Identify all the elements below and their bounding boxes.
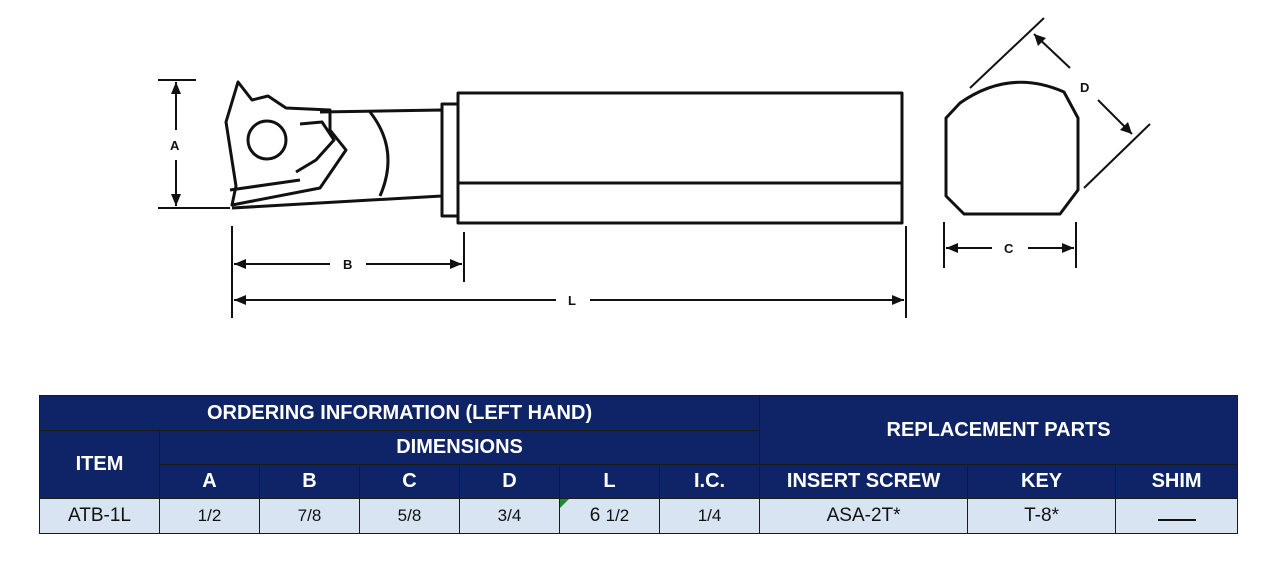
dim-label-b: B (343, 257, 352, 272)
comment-marker-icon (560, 499, 569, 508)
col-header-c: C (359, 464, 460, 499)
col-header-l: L (559, 464, 660, 499)
dim-label-a: A (170, 138, 180, 153)
col-header-b: B (259, 464, 360, 499)
col-header-ic: I.C. (658, 464, 761, 499)
col-header-insert-screw: INSERT SCREW (759, 464, 969, 499)
col-header-a: A (159, 464, 260, 499)
col-header-shim: SHIM (1115, 464, 1239, 499)
holder-shank (456, 91, 904, 225)
cell-l-whole: 6 (589, 505, 601, 526)
cell-l-fraction: 1/2 (605, 506, 630, 525)
cell-shim (1115, 498, 1239, 534)
cell-key: T-8* (967, 498, 1117, 534)
cell-shim-blank (1157, 505, 1196, 521)
cell-d: 3/4 (459, 498, 560, 534)
insert-outline (224, 80, 348, 207)
tool-holder-drawing: A B L C D (158, 17, 1151, 318)
insert-screw-hole (246, 119, 288, 161)
holder-collar (440, 102, 460, 218)
ordering-table: ORDERING INFORMATION (LEFT HAND) REPLACE… (38, 395, 1239, 534)
cell-b: 7/8 (259, 498, 360, 534)
ordering-info-header: ORDERING INFORMATION (LEFT HAND) (38, 395, 761, 431)
dim-label-c: C (1004, 241, 1014, 256)
table-row: ATB-1L 1/2 7/8 5/8 3/4 6 1/2 1/4 ASA-2T*… (39, 498, 1239, 534)
end-view-profile (944, 80, 1080, 216)
cell-l: 6 1/2 (559, 498, 660, 534)
dim-label-d: D (1080, 80, 1089, 95)
replacement-parts-header: REPLACEMENT PARTS (759, 395, 1239, 465)
dim-label-l: L (568, 293, 576, 308)
cell-c: 5/8 (359, 498, 460, 534)
cell-a: 1/2 (159, 498, 260, 534)
cell-insert-screw: ASA-2T* (759, 498, 969, 534)
dimensions-header: DIMENSIONS (158, 430, 761, 465)
col-header-d: D (459, 464, 560, 499)
col-header-key: KEY (967, 464, 1117, 499)
cell-item: ATB-1L (39, 498, 160, 534)
item-header: ITEM (39, 430, 160, 499)
cell-ic: 1/4 (658, 498, 761, 534)
